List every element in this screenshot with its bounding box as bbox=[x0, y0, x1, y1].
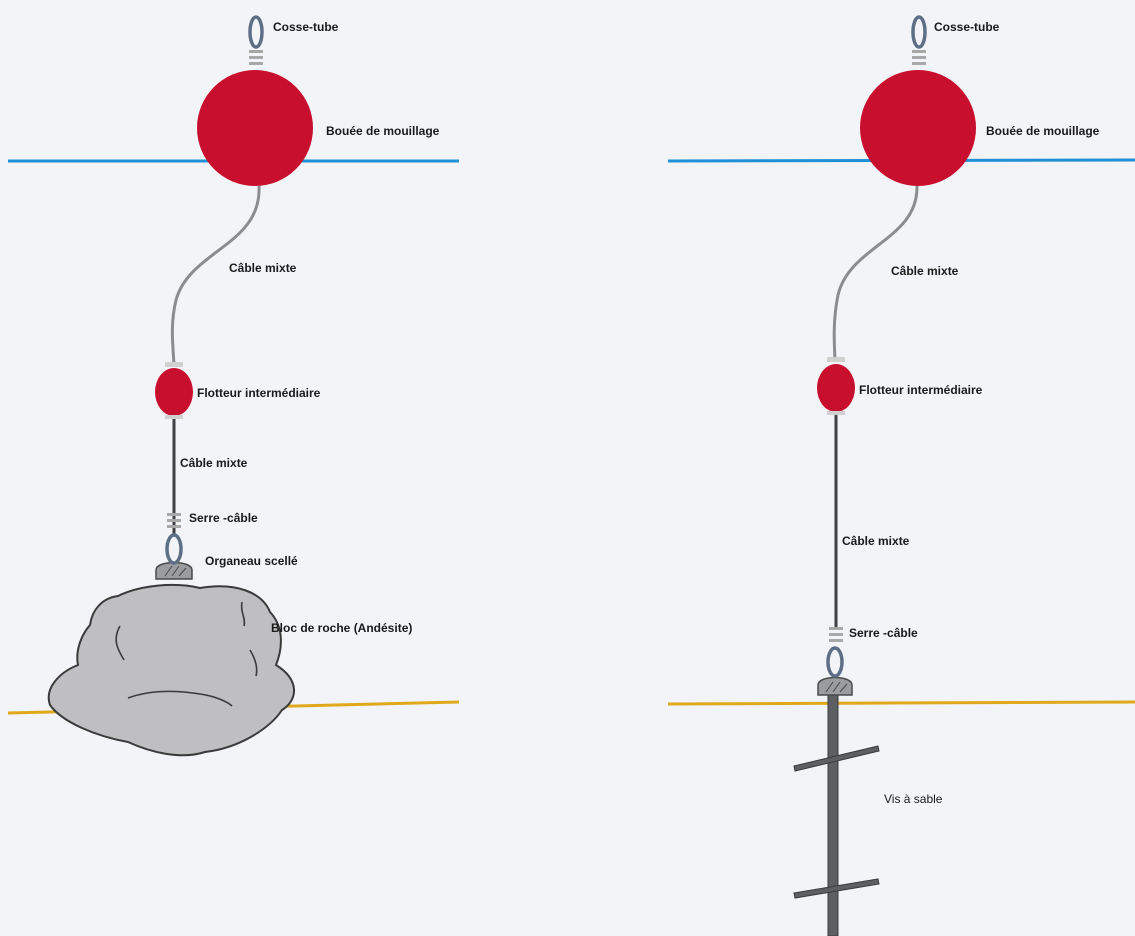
left-organeau-hatch bbox=[164, 565, 187, 577]
left-label-bouee: Bouée de mouillage bbox=[326, 124, 440, 138]
right-vis-shaft bbox=[827, 689, 839, 936]
right-upper-cable bbox=[832, 185, 919, 361]
left-cosse-tube bbox=[248, 15, 264, 65]
left-label-flotteur: Flotteur intermédiaire bbox=[197, 386, 321, 400]
right-buoy bbox=[860, 70, 976, 186]
left-upper-cable bbox=[170, 185, 261, 366]
left-organeau-eye-icon bbox=[165, 533, 183, 565]
left-label-cable-upper: Câble mixte bbox=[229, 261, 297, 275]
right-label-cable-lower: Câble mixte bbox=[842, 534, 910, 548]
left-organeau-base bbox=[155, 561, 193, 580]
left-flotteur-collar bbox=[165, 415, 183, 419]
left-buoy bbox=[197, 70, 313, 186]
right-label-cosse-tube: Cosse-tube bbox=[934, 20, 1000, 34]
right-label-vis: Vis à sable bbox=[884, 792, 943, 806]
right-cosse-tube bbox=[911, 15, 927, 65]
right-vis-blade bbox=[793, 878, 880, 899]
left-flotteur-collar bbox=[165, 362, 183, 367]
right-label-flotteur: Flotteur intermédiaire bbox=[859, 383, 983, 397]
right-mooring-diagram: Cosse-tube Bouée de mouillage Câble mixt… bbox=[667, 15, 1135, 936]
left-rock-block bbox=[47, 584, 295, 757]
left-rock-crack bbox=[127, 690, 233, 707]
left-serre-cable-clamp bbox=[167, 513, 181, 528]
right-vis-head-hatch bbox=[825, 681, 848, 693]
right-label-cable-upper: Câble mixte bbox=[891, 264, 959, 278]
right-vis-blade bbox=[793, 745, 880, 772]
left-label-bloc: Bloc de roche (Andésite) bbox=[271, 621, 412, 635]
right-label-serre-cable: Serre -câble bbox=[849, 626, 918, 640]
left-rock-crack bbox=[240, 601, 246, 627]
right-serre-cable-clamp bbox=[829, 627, 843, 642]
right-seabed-line bbox=[667, 700, 1135, 706]
left-rock-crack bbox=[115, 625, 125, 661]
right-flotteur-collar bbox=[827, 357, 845, 362]
left-flotteur bbox=[155, 368, 193, 416]
right-label-bouee: Bouée de mouillage bbox=[986, 124, 1100, 138]
right-cosse-tube-eye-icon bbox=[911, 15, 927, 49]
right-flotteur bbox=[817, 364, 855, 412]
right-flotteur-collar bbox=[827, 411, 845, 415]
left-label-organeau: Organeau scellé bbox=[205, 554, 298, 568]
left-label-cosse-tube: Cosse-tube bbox=[273, 20, 339, 34]
right-vis-eye-icon bbox=[826, 646, 844, 678]
right-vis-head bbox=[817, 676, 853, 696]
left-label-serre-cable: Serre -câble bbox=[189, 511, 258, 525]
left-label-cable-lower: Câble mixte bbox=[180, 456, 248, 470]
left-mooring-diagram: Cosse-tube Bouée de mouillage Câble mixt… bbox=[7, 15, 460, 757]
left-rock-crack bbox=[249, 649, 258, 677]
left-cosse-tube-eye-icon bbox=[248, 15, 264, 49]
